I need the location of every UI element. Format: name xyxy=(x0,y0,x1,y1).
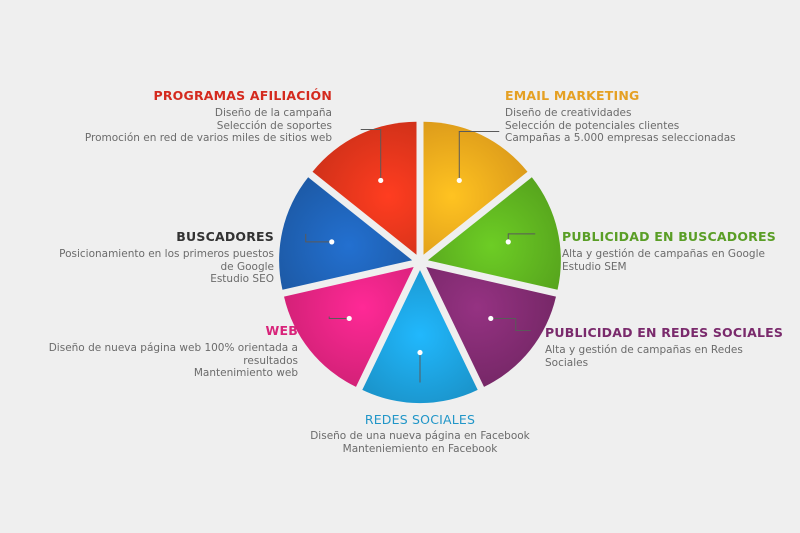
desc-email-marketing-1: Diseño de creatividades xyxy=(505,107,632,119)
title-redes-sociales: REDES SOCIALES xyxy=(364,412,476,427)
title-web: WEB xyxy=(265,323,298,338)
dot-publicidad-redes-sociales xyxy=(488,315,494,322)
dot-buscadores xyxy=(329,239,335,245)
connector-publicidad-buscadores xyxy=(507,233,536,242)
title-buscadores: BUSCADORES xyxy=(176,229,274,244)
label-email-marketing: EMAIL MARKETING Diseño de creatividades … xyxy=(505,88,736,145)
desc-email-marketing-2: Selección de potenciales clientes xyxy=(505,119,680,132)
dot-web xyxy=(346,315,352,322)
label-publicidad-redes-sociales: PUBLICIDAD EN REDES SOCIALES Alta y gest… xyxy=(545,325,783,369)
dot-programas-afiliacion xyxy=(378,177,384,184)
slice-programas-afiliacion xyxy=(312,121,417,255)
slice-redes-sociales xyxy=(362,270,478,404)
slice-buscadores xyxy=(279,177,413,290)
label-programas-afiliacion: PROGRAMAS AFILIACIÓN Diseño de la campañ… xyxy=(20,88,332,145)
connector-email-marketing xyxy=(458,130,500,181)
dot-email-marketing xyxy=(456,177,462,184)
slice-email-marketing xyxy=(423,121,528,255)
slice-publicidad-buscadores xyxy=(427,177,561,290)
label-buscadores: BUSCADORES Posicionamiento en los primer… xyxy=(20,229,274,286)
desc-buscadores-1: Posicionamiento en los primeros puestos xyxy=(59,248,274,260)
desc-publicidad-redes-sociales-1: Alta y gestión de campañas en Redes xyxy=(545,344,743,356)
connector-publicidad-redes-sociales xyxy=(490,317,531,331)
desc-publicidad-buscadores-1: Alta y gestión de campañas en Google xyxy=(562,248,765,260)
title-publicidad-redes-sociales: PUBLICIDAD EN REDES SOCIALES xyxy=(545,325,784,340)
label-redes-sociales: REDES SOCIALES Diseño de una nueva págin… xyxy=(300,412,540,455)
label-web: WEB Diseño de nueva página web 100% orie… xyxy=(20,323,298,380)
slice-web xyxy=(284,267,414,387)
desc-redes-sociales-1: Diseño de una nueva página en Facebook xyxy=(310,430,530,442)
desc-programas-afiliacion-1: Diseño de la campaña xyxy=(214,107,332,119)
desc-web-3: Mantenimiento web xyxy=(193,367,298,379)
desc-publicidad-buscadores-2: Estudio SEM xyxy=(562,260,627,273)
desc-programas-afiliacion-2: Selección de soportes xyxy=(216,119,332,132)
title-email-marketing: EMAIL MARKETING xyxy=(505,88,640,103)
desc-buscadores-3: Estudio SEO xyxy=(210,273,274,285)
slice-publicidad-redes-sociales xyxy=(426,267,556,387)
title-publicidad-buscadores: PUBLICIDAD EN BUSCADORES xyxy=(562,229,776,244)
desc-web-1: Diseño de nueva página web 100% orientad… xyxy=(48,342,298,354)
desc-publicidad-redes-sociales-2: Sociales xyxy=(545,356,589,369)
title-programas-afiliacion: PROGRAMAS AFILIACIÓN xyxy=(153,88,332,103)
desc-redes-sociales-2: Manteniemiento en Facebook xyxy=(342,442,498,455)
desc-web-2: resultados xyxy=(243,354,298,367)
connector-web xyxy=(328,316,350,319)
desc-buscadores-2: de Google xyxy=(220,260,275,273)
desc-email-marketing-3: Campañas a 5.000 empresas seleccionadas xyxy=(505,132,736,144)
desc-programas-afiliacion-3: Promoción en red de varios miles de siti… xyxy=(84,132,332,144)
dot-redes-sociales xyxy=(417,349,423,356)
connector-buscadores xyxy=(305,233,332,243)
dot-publicidad-buscadores xyxy=(505,239,511,245)
label-publicidad-buscadores: PUBLICIDAD EN BUSCADORES Alta y gestión … xyxy=(562,229,776,273)
connector-programas-afiliacion xyxy=(360,128,382,181)
